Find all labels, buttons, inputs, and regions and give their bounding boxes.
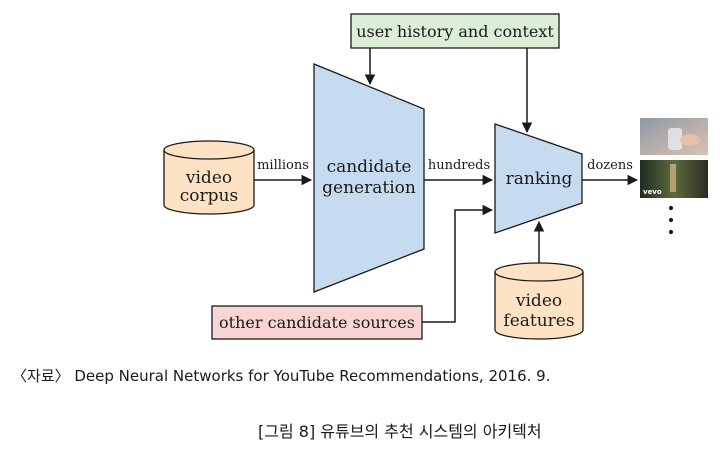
video-corpus-label-line2: corpus: [180, 186, 238, 206]
source-note: 〈자료〉 Deep Neural Networks for YouTube Re…: [12, 367, 551, 385]
user-history-context-label: user history and context: [356, 22, 554, 41]
video-features-cylinder: video features: [494, 262, 584, 340]
candidate-generation-block: candidate generation: [313, 63, 425, 293]
figure-caption: [그림 8] 유튜브의 추천 시스템의 아키텍처: [258, 422, 542, 441]
candidate-generation-label-line2: generation: [322, 178, 416, 198]
video-features-label-line2: features: [503, 311, 574, 331]
other-sources-to-ranking-arrow: [422, 204, 494, 323]
video-features-label-line1: video: [515, 291, 562, 311]
millions-label: millions: [257, 158, 309, 173]
other-candidate-sources-label: other candidate sources: [219, 313, 415, 332]
hundreds-label: hundreds: [428, 158, 490, 173]
video-corpus-cylinder: video corpus: [163, 140, 255, 215]
candidate-generation-label-line1: candidate: [327, 157, 412, 177]
video-corpus-label-line1: video: [185, 168, 232, 188]
more-results-ellipsis-icon: [668, 205, 674, 235]
architecture-diagram: user history and context video corpus mi…: [163, 13, 708, 340]
user-history-context-box: user history and context: [350, 13, 560, 49]
video-thumbnail-1: [640, 118, 708, 155]
dozens-label: dozens: [587, 158, 633, 173]
vevo-watermark: vevo: [643, 188, 662, 196]
ranking-block: ranking: [494, 123, 583, 234]
other-candidate-sources-box: other candidate sources: [211, 305, 423, 340]
video-thumbnail-2: vevo: [640, 160, 708, 198]
ranking-label: ranking: [506, 169, 573, 189]
